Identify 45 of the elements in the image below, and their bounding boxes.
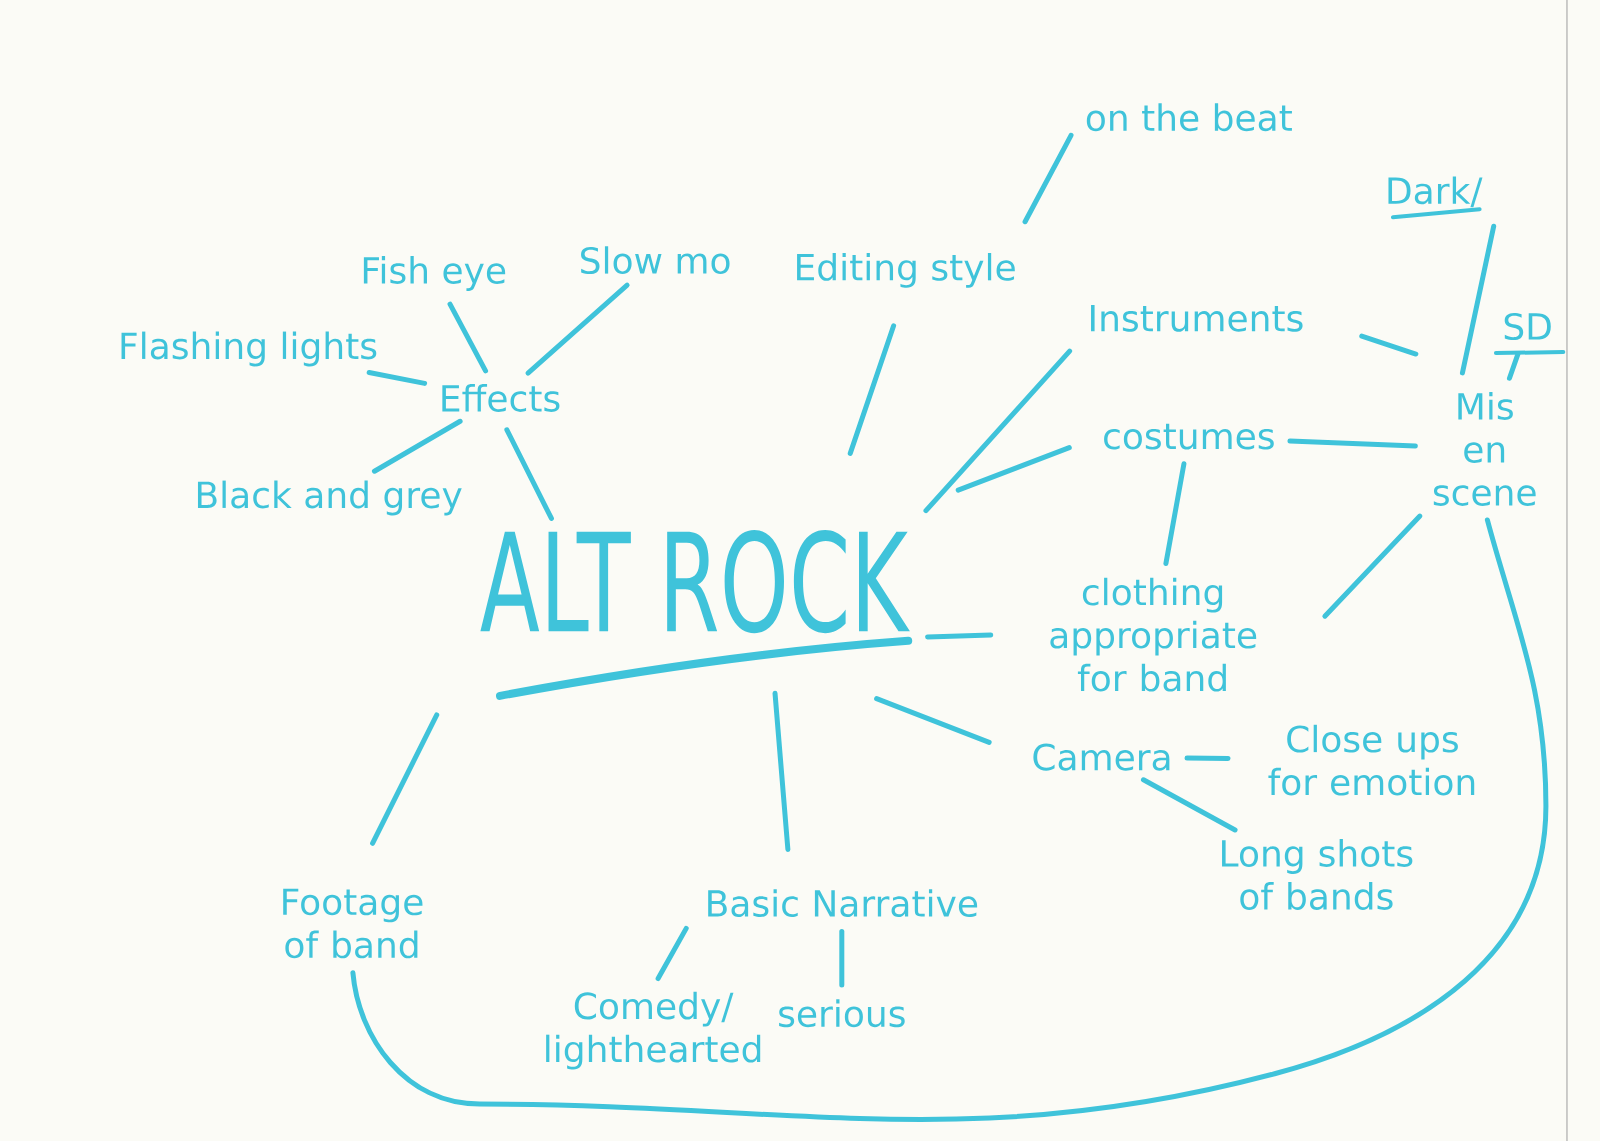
connector-line xyxy=(1459,223,1497,376)
branch-label: Comedy/ lighthearted xyxy=(546,991,761,1070)
branch-label: Footage of band xyxy=(283,888,423,959)
connector-line xyxy=(925,632,994,640)
branch-label: Dark/ xyxy=(1388,176,1483,208)
connector-line xyxy=(1140,777,1238,833)
branch-label: Editing style xyxy=(797,252,1015,288)
central-topic: ALT ROCK xyxy=(480,530,910,634)
connector-line xyxy=(874,696,992,745)
branch-label: Mis en scene xyxy=(1433,392,1536,506)
connector-line xyxy=(1506,351,1521,381)
connector-line xyxy=(923,348,1073,514)
connector-line xyxy=(772,690,791,852)
branch-label: Basic Narrative xyxy=(708,889,978,917)
branch-label: Camera xyxy=(1033,743,1170,771)
connector-line xyxy=(525,282,630,376)
branch-label: Long shots of bands xyxy=(1222,839,1413,910)
connector-line xyxy=(955,445,1072,493)
connector-line xyxy=(366,370,428,386)
branch-label: on the beat xyxy=(1086,103,1292,132)
branch-label: Close ups for emotion xyxy=(1268,724,1475,796)
connector-line xyxy=(371,418,463,474)
branch-label: Instruments xyxy=(1091,305,1303,332)
branch-label: Flashing lights xyxy=(121,331,377,367)
branch-label: SD xyxy=(1504,312,1551,341)
branch-label: Black and grey xyxy=(197,480,462,516)
connector-line xyxy=(1184,755,1231,762)
branch-label: clothing appropriate for band xyxy=(1050,577,1257,692)
connector-line xyxy=(504,427,554,521)
branch-label: costumes xyxy=(1104,423,1274,450)
connector-line xyxy=(1287,438,1418,449)
connector-line xyxy=(447,301,489,374)
branch-label: serious xyxy=(779,999,905,1028)
connector-line xyxy=(1359,333,1419,357)
connector-line xyxy=(847,323,897,456)
connector-line xyxy=(1322,513,1423,619)
branch-label: Effects xyxy=(442,384,560,412)
connector-line xyxy=(1022,132,1074,225)
branch-label: Fish eye xyxy=(363,256,506,291)
connector-line xyxy=(839,928,845,988)
connector-line xyxy=(1163,461,1187,567)
branch-label: Slow mo xyxy=(581,246,730,275)
curved-connector xyxy=(350,517,1549,1122)
connector-line xyxy=(655,925,689,982)
connector-line xyxy=(370,712,440,846)
